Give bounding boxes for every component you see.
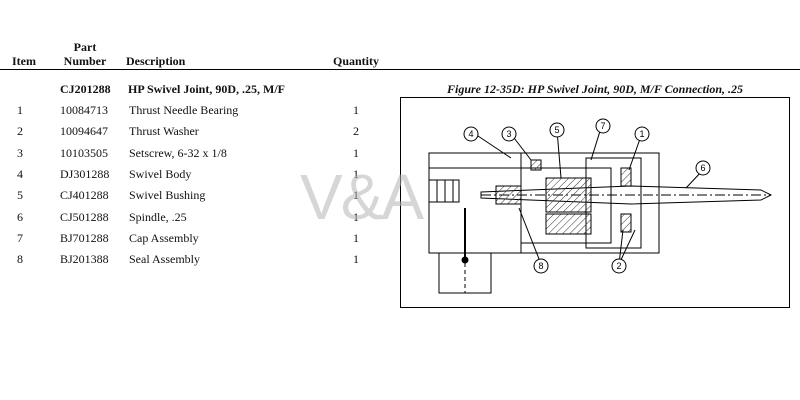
- watermark-logo: V&A: [300, 161, 424, 233]
- callout-6: 6: [695, 160, 711, 176]
- callout-5: 5: [549, 122, 565, 138]
- table-row: 1 10084713 Thrust Needle Bearing 1: [0, 103, 380, 124]
- table-row: 5 CJ401288 Swivel Bushing 1: [0, 188, 380, 209]
- part-description: Swivel Body: [129, 166, 192, 181]
- column-header-description: Description: [126, 54, 186, 68]
- callout-7: 7: [595, 118, 611, 134]
- svg-text:5: 5: [554, 125, 559, 135]
- part-number: 10084713: [60, 103, 108, 117]
- column-header-item: Item: [12, 54, 36, 68]
- bushing-outline: [520, 167, 612, 244]
- table-row: 4 DJ301288 Swivel Body 1: [0, 167, 380, 188]
- part-quantity: 1: [353, 166, 359, 181]
- part-quantity: 1: [353, 209, 359, 224]
- part-description: Cap Assembly: [129, 230, 199, 245]
- callout-1: 1: [634, 126, 650, 142]
- part-quantity: 1: [353, 145, 359, 160]
- callout-2: 2: [611, 258, 627, 274]
- part-number: CJ501288: [60, 209, 109, 224]
- callout-4: 4: [463, 126, 479, 142]
- part-quantity: 1: [353, 252, 359, 267]
- part-number: CJ401288: [60, 188, 109, 203]
- part-number: BJ201388: [60, 252, 109, 267]
- figure-caption: Figure 12-35D: HP Swivel Joint, 90D, M/F…: [446, 82, 744, 96]
- item-number: 6: [17, 209, 23, 224]
- item-number: 1: [17, 103, 23, 117]
- swivel-joint-drawing: 4 3 5 7 1 6 8: [428, 118, 773, 294]
- callout-3: 3: [501, 126, 517, 142]
- figure-drawing: 4 3 5 7 1 6 8: [400, 97, 790, 308]
- assembly-description: HP Swivel Joint, 90D, .25, M/F: [128, 82, 285, 96]
- part-description: Setscrew, 6-32 x 1/8: [129, 145, 227, 160]
- svg-text:3: 3: [506, 129, 511, 139]
- part-number: 10103505: [60, 145, 108, 160]
- part-number: BJ701288: [60, 230, 109, 245]
- table-row: 3 10103505 Setscrew, 6-32 x 1/8 1: [0, 146, 380, 167]
- table-row: 6 CJ501288 Spindle, .25 1: [0, 210, 380, 231]
- part-description: Swivel Bushing: [129, 188, 206, 203]
- item-number: 2: [17, 124, 23, 139]
- part-number: 10094647: [60, 124, 108, 139]
- callout-8: 8: [533, 258, 549, 274]
- part-description: Seal Assembly: [129, 252, 200, 267]
- item-number: 4: [17, 166, 23, 181]
- svg-text:6: 6: [700, 163, 705, 173]
- item-number: 8: [17, 252, 23, 267]
- item-number: 5: [17, 188, 23, 203]
- item-number: 7: [17, 230, 23, 245]
- part-header-line1: Part: [73, 40, 97, 54]
- part-quantity: 1: [353, 230, 359, 245]
- part-quantity: 2: [353, 124, 359, 139]
- column-header-quantity: Quantity: [333, 54, 380, 68]
- part-description: Spindle, .25: [129, 209, 187, 224]
- svg-text:7: 7: [600, 121, 605, 131]
- part-header-line2: Number: [63, 54, 107, 68]
- assembly-part-number: CJ201288: [60, 82, 111, 96]
- part-number: DJ301288: [60, 166, 110, 181]
- item-number: 3: [17, 145, 23, 160]
- part-description: Thrust Washer: [129, 124, 199, 139]
- svg-text:8: 8: [538, 261, 543, 271]
- table-row: 8 BJ201388 Seal Assembly 1: [0, 252, 380, 273]
- part-quantity: 1: [353, 103, 359, 117]
- part-description: Thrust Needle Bearing: [129, 103, 239, 117]
- table-row: 2 10094647 Thrust Washer 2: [0, 124, 380, 145]
- svg-text:4: 4: [468, 129, 473, 139]
- svg-text:2: 2: [616, 261, 621, 271]
- column-header-part-number: Part Number: [60, 40, 110, 68]
- left-plug-outline: [428, 179, 460, 203]
- table-row: 7 BJ701288 Cap Assembly 1: [0, 231, 380, 252]
- header-rule: [0, 69, 800, 70]
- svg-text:1: 1: [639, 129, 644, 139]
- setscrew-shape: [530, 159, 542, 171]
- part-quantity: 1: [353, 188, 359, 203]
